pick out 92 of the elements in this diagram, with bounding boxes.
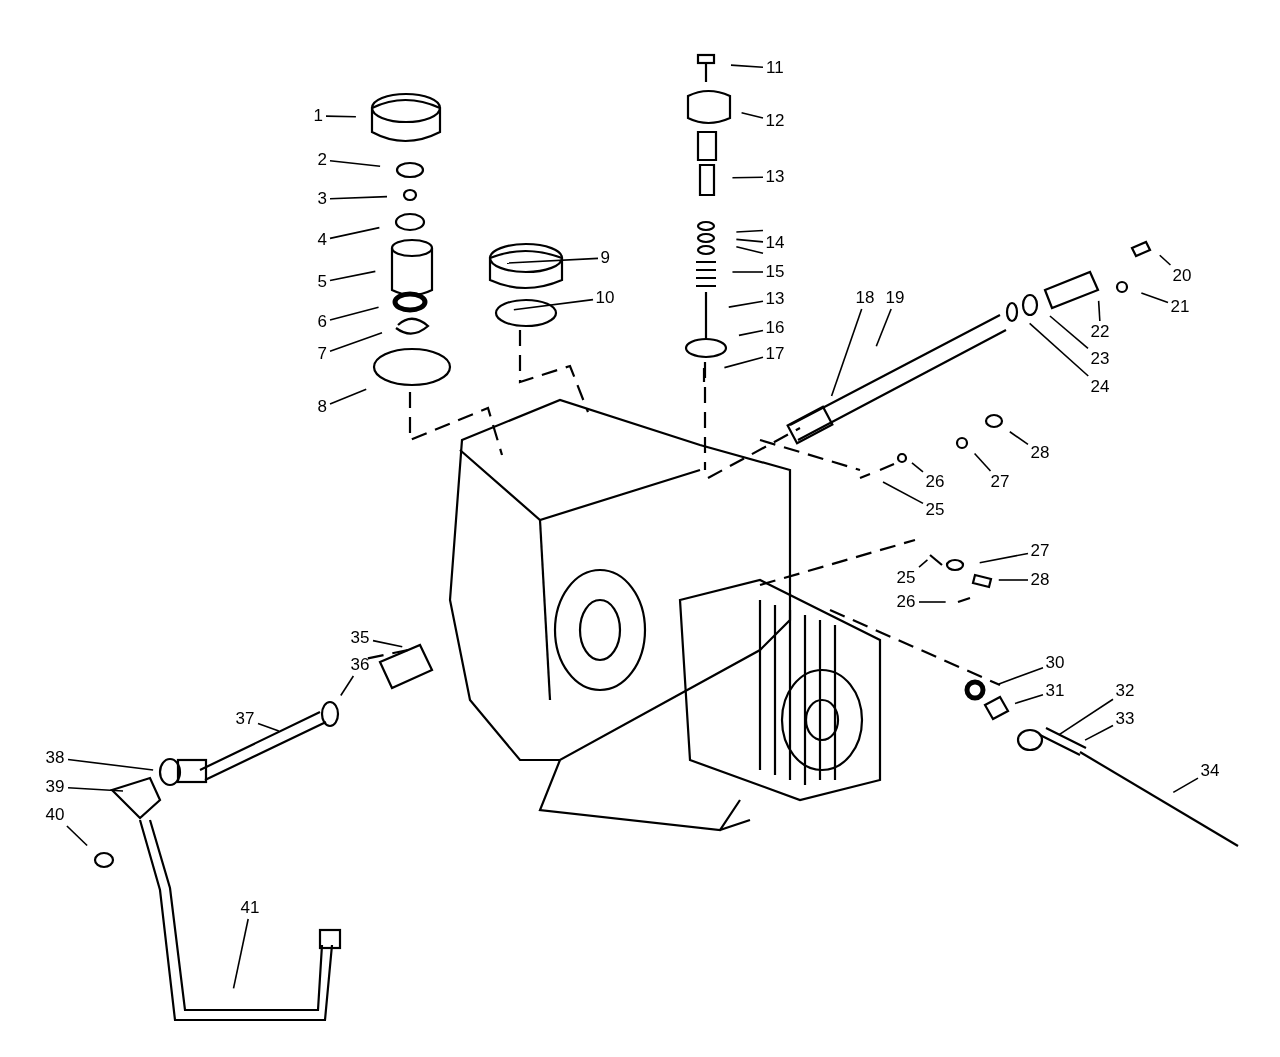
callout-number: 15: [764, 263, 786, 281]
leader-line: [730, 64, 764, 68]
callout-number: 36: [349, 656, 371, 674]
callout-number: 39: [44, 778, 66, 796]
leader-line: [329, 388, 368, 405]
leader-line: [372, 639, 404, 648]
leader-line: [731, 176, 764, 179]
callout-number: 40: [44, 806, 66, 824]
leader-line: [740, 112, 764, 119]
callout-number: 18: [854, 289, 876, 307]
leader-line: [1097, 300, 1101, 322]
callout-number: 19: [884, 289, 906, 307]
leader-line: [918, 601, 947, 603]
leader-line: [513, 298, 594, 311]
callout-number: 7: [316, 345, 328, 363]
callout-number: 33: [1114, 710, 1136, 728]
callout-number: 17: [764, 345, 786, 363]
callout-number: 6: [316, 313, 328, 331]
callout-number: 5: [316, 273, 328, 291]
callout-number: 28: [1029, 571, 1051, 589]
leader-line: [1009, 430, 1029, 446]
callout-number: 37: [234, 710, 256, 728]
leader-line: [329, 306, 380, 321]
callout-number: 16: [764, 319, 786, 337]
leader-line: [735, 238, 764, 243]
leader-line: [1140, 292, 1169, 304]
leader-line: [918, 559, 929, 568]
callout-number: 21: [1169, 298, 1191, 316]
callout-number: 26: [924, 473, 946, 491]
leader-line: [731, 271, 764, 273]
callout-number: 20: [1171, 267, 1193, 285]
leader-line: [329, 160, 381, 167]
leader-line: [727, 300, 764, 308]
callout-number: 8: [316, 398, 328, 416]
callout-number: 27: [989, 473, 1011, 491]
callout-number: 3: [316, 190, 328, 208]
leader-line: [973, 452, 992, 472]
leader-line: [66, 825, 88, 847]
leader-line: [723, 356, 764, 369]
leader-line: [329, 270, 377, 282]
leader-line: [1014, 694, 1044, 705]
leader-line: [329, 331, 383, 353]
callout-number: 13: [764, 168, 786, 186]
callout-number: 23: [1089, 350, 1111, 368]
leader-line: [1058, 698, 1114, 736]
callout-number: 14: [764, 234, 786, 252]
leader-line: [735, 229, 764, 233]
leader-line: [735, 245, 764, 254]
callout-number: 25: [924, 501, 946, 519]
callout-number: 35: [349, 629, 371, 647]
callout-number: 26: [895, 593, 917, 611]
leader-line: [1028, 322, 1090, 377]
callout-number: 31: [1044, 682, 1066, 700]
callout-number: 22: [1089, 323, 1111, 341]
callout-number: 41: [239, 899, 261, 917]
callout-number: 38: [44, 749, 66, 767]
callout-number: 32: [1114, 682, 1136, 700]
leader-line: [911, 462, 924, 473]
callout-number: 24: [1089, 378, 1111, 396]
callout-number: 27: [1029, 542, 1051, 560]
callout-number: 2: [316, 151, 328, 169]
leader-line: [257, 722, 280, 732]
callout-number: 9: [599, 249, 611, 267]
leader-line: [998, 666, 1044, 685]
leader-line: [1158, 254, 1172, 266]
callout-number: 1: [312, 107, 324, 125]
callout-number: 10: [594, 289, 616, 307]
leader-line: [738, 329, 764, 337]
leader-line: [830, 308, 863, 397]
leader-line: [1049, 315, 1089, 350]
callout-number: 13: [764, 290, 786, 308]
leader-line: [67, 786, 124, 792]
callout-number: 30: [1044, 654, 1066, 672]
leader-line: [875, 308, 892, 347]
leader-line: [329, 226, 381, 240]
leader-line: [997, 579, 1029, 581]
leader-line: [340, 675, 355, 697]
leader-line: [232, 918, 249, 990]
leader-line: [329, 195, 388, 200]
leader-line: [882, 481, 924, 505]
leader-line: [1172, 777, 1199, 794]
callout-number: 28: [1029, 444, 1051, 462]
leader-line: [325, 115, 357, 118]
callout-number: 11: [765, 59, 785, 77]
leader-line: [506, 257, 599, 264]
leader-line: [1084, 724, 1114, 741]
callout-number: 34: [1199, 762, 1221, 780]
callout-number: 12: [764, 112, 786, 130]
leader-line: [67, 758, 154, 771]
callout-number: 25: [895, 569, 917, 587]
callout-number: 4: [316, 231, 328, 249]
leader-line: [978, 552, 1029, 564]
